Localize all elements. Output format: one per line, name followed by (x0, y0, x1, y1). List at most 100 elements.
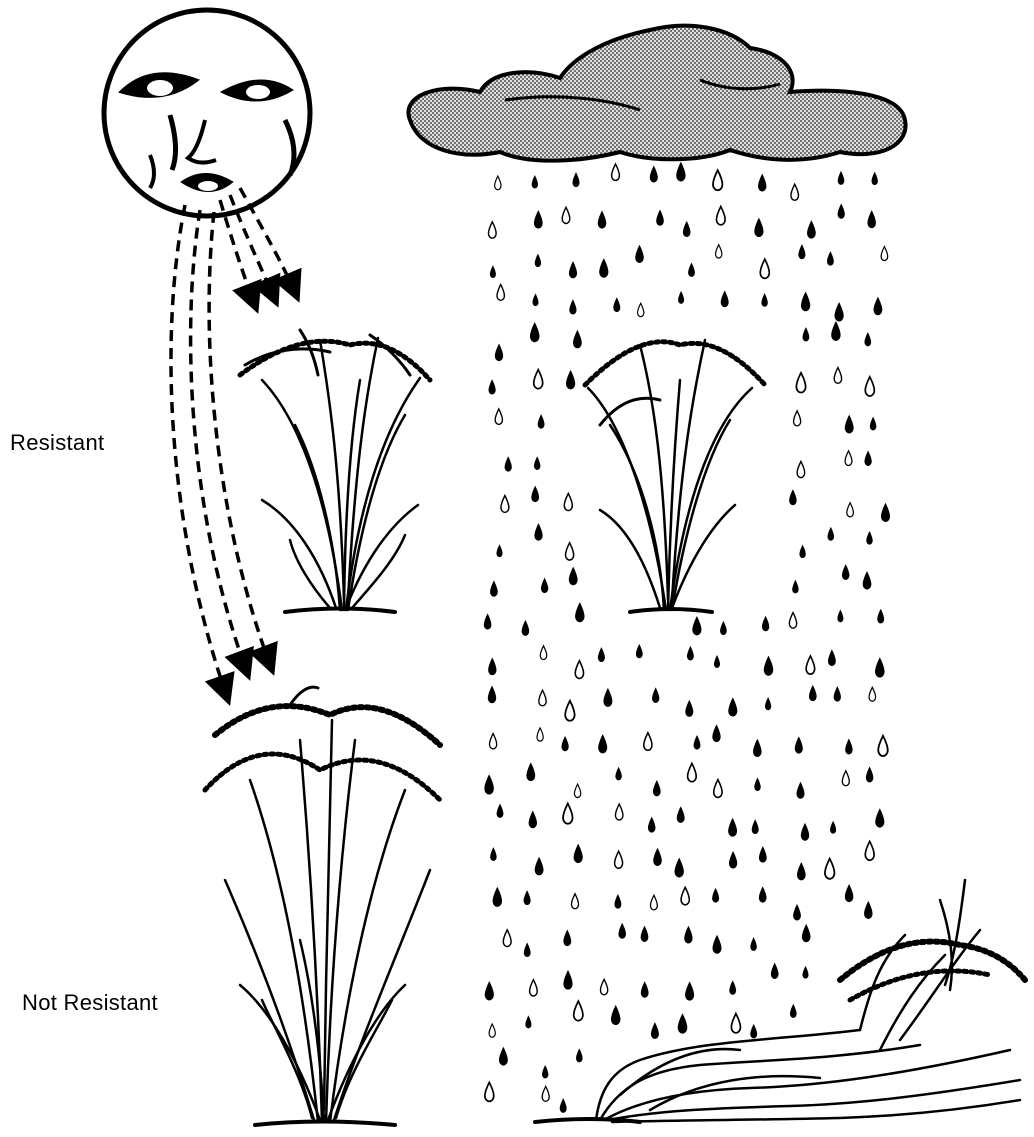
raindrop-icon (490, 847, 496, 861)
raindrop-icon (495, 176, 501, 190)
rain-cloud-icon (408, 26, 905, 161)
raindrop-icon (565, 701, 574, 721)
raindrop-icon (638, 303, 644, 316)
raindrop-icon (806, 656, 815, 674)
raindrop-icon (872, 172, 878, 185)
raindrop-icon (526, 762, 535, 781)
raindrop-icon (762, 616, 769, 631)
raindrop-icon (728, 818, 737, 837)
raindrop-icon (683, 221, 691, 237)
raindrop-icon (598, 734, 607, 753)
raindrop-icon (650, 895, 657, 910)
raindrop-icon (712, 888, 719, 903)
raindrop-icon (712, 724, 720, 742)
raindrop-icon (532, 175, 538, 188)
raindrop-icon (838, 203, 845, 218)
raindrop-icon (576, 1048, 583, 1062)
raindrop-icon (566, 370, 575, 390)
raindrop-icon (497, 803, 504, 817)
raindrop-icon (540, 646, 546, 660)
raindrop-icon (798, 244, 805, 259)
raindrop-icon (499, 1047, 508, 1066)
raindrop-icon (541, 578, 548, 593)
raindrop-icon (842, 564, 849, 580)
raindrop-icon (729, 851, 737, 869)
raindrop-icon (750, 1024, 757, 1039)
raindrop-icon (685, 700, 693, 717)
raindrop-icon (574, 844, 583, 863)
raindrop-icon (563, 803, 573, 823)
raindrop-icon (797, 461, 805, 477)
raindrop-icon (716, 206, 725, 224)
raindrop-icon (688, 262, 695, 276)
raindrop-icon (485, 981, 494, 1000)
raindrop-icon (685, 981, 694, 1000)
raindrop-icon (764, 656, 773, 676)
raindrop-icon (797, 862, 806, 880)
raindrop-icon (563, 970, 572, 990)
raindrop-icon (535, 254, 541, 267)
raindrop-icon (881, 503, 890, 522)
raindrop-icon (676, 162, 685, 182)
raindrop-icon (870, 417, 876, 431)
raindrop-icon (866, 531, 872, 545)
raindrop-icon (495, 409, 502, 424)
raindrop-icon (569, 261, 577, 278)
raindrop-icon (488, 222, 496, 238)
raindrop-icon (572, 172, 579, 187)
raindrop-icon (600, 979, 607, 994)
raindrop-icon (573, 330, 582, 349)
raindrop-icon (759, 846, 767, 862)
raindrop-icon (615, 767, 621, 781)
raindrop-icon (687, 646, 694, 661)
raindrop-icon (650, 166, 658, 183)
raindrop-icon (847, 503, 854, 517)
raindrop-icon (828, 527, 835, 541)
raindrop-icon (864, 901, 872, 919)
raindrop-icon (563, 929, 571, 946)
raindrop-icon (760, 259, 769, 278)
raindrop-icon (692, 616, 701, 635)
raindrop-icon (651, 1022, 659, 1039)
raindrop-icon (797, 782, 805, 799)
raindrop-icon (525, 1015, 531, 1028)
raindrop-icon (825, 859, 835, 879)
raindrop-icon (614, 894, 621, 909)
raindrop-icon (827, 251, 834, 265)
raindrop-icon (881, 247, 888, 261)
raindrop-icon (598, 647, 605, 662)
raindrop-icon (569, 567, 578, 586)
rice-plant-icon (205, 687, 440, 1125)
raindrop-icon (716, 245, 722, 258)
raindrop-icon (845, 884, 854, 902)
raindrop-icon (834, 686, 841, 701)
raindrop-icon (496, 544, 502, 557)
raindrop-icon (493, 887, 502, 907)
raindrop-icon (677, 806, 685, 823)
raindrop-icon (865, 841, 874, 860)
raindrop-icon (635, 245, 644, 263)
raindrop-icon (490, 265, 496, 278)
raindrop-icon (828, 649, 836, 666)
raindrop-icon (803, 966, 809, 979)
raindrop-icon (575, 661, 583, 679)
raindrop-icon (796, 373, 805, 393)
raindrop-icon (758, 174, 766, 192)
raindrop-icon (618, 923, 626, 939)
raindrop-icon (534, 370, 543, 389)
raindrop-icon (490, 580, 498, 596)
raindrop-icon (652, 687, 659, 702)
raindrop-icon (562, 207, 570, 223)
raindrop-icon (789, 489, 797, 505)
raindrop-icon (505, 456, 512, 471)
raindrop-icon (874, 297, 883, 316)
wind-arrow-icon (171, 188, 297, 700)
rice-plant-icon (240, 330, 430, 612)
raindrop-icon (792, 580, 798, 594)
raindrop-icon (569, 299, 576, 314)
raindrop-icon (522, 620, 530, 636)
raindrop-icon (575, 602, 584, 622)
raindrop-icon (875, 808, 884, 827)
rainfall (484, 162, 890, 1113)
